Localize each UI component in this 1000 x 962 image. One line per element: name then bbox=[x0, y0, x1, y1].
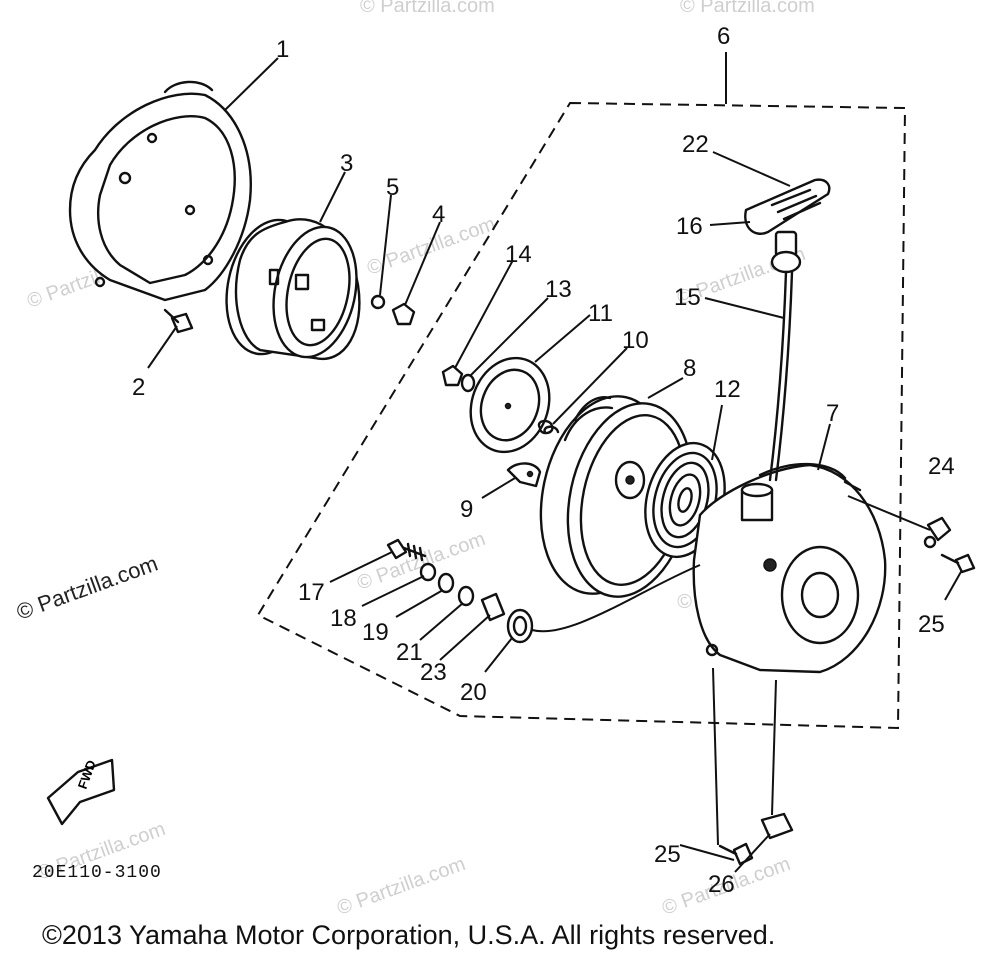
callout-25-right: 25 bbox=[918, 611, 945, 638]
callout-13: 13 bbox=[545, 276, 572, 303]
leader-10 bbox=[552, 347, 628, 425]
copyright-notice: ©2013 Yamaha Motor Corporation, U.S.A. A… bbox=[42, 920, 775, 950]
callout-14: 14 bbox=[505, 241, 532, 268]
part-19-washer bbox=[437, 572, 455, 594]
part-20-roller bbox=[506, 608, 534, 644]
part-15-rope bbox=[768, 270, 788, 482]
leader-14 bbox=[454, 259, 514, 369]
leader-17 bbox=[329, 551, 393, 583]
callout-25-bottom: 25 bbox=[654, 841, 681, 868]
leader-25-bottom bbox=[679, 844, 735, 861]
part-23-bushing bbox=[480, 592, 506, 622]
part-25-bolt-bottom bbox=[718, 842, 754, 866]
leader-24-link bbox=[847, 495, 931, 531]
leader-25-right bbox=[944, 569, 963, 601]
callout-15: 15 bbox=[674, 284, 701, 311]
callout-1: 1 bbox=[276, 36, 289, 63]
callout-24: 24 bbox=[928, 453, 955, 480]
leader-1 bbox=[224, 57, 279, 111]
leader-16 bbox=[709, 221, 751, 226]
part-1-fan-cover bbox=[68, 80, 252, 302]
part-13-washer bbox=[460, 373, 476, 393]
leader-13 bbox=[469, 297, 549, 377]
assembly-line-20 bbox=[531, 564, 701, 633]
leader-15 bbox=[704, 297, 785, 319]
assembly-line-25 bbox=[712, 667, 719, 846]
callout-21: 21 bbox=[396, 639, 423, 666]
leader-26 bbox=[734, 833, 771, 873]
leader-21 bbox=[419, 602, 464, 641]
part-3-pulley bbox=[225, 218, 361, 361]
leader-2 bbox=[147, 325, 178, 369]
callout-2: 2 bbox=[132, 374, 145, 401]
leader-3 bbox=[319, 171, 346, 223]
leader-23 bbox=[439, 614, 491, 661]
leader-8 bbox=[647, 377, 684, 399]
callout-6: 6 bbox=[717, 23, 730, 50]
watermark: © Partzilla.com bbox=[334, 853, 468, 920]
callout-17: 17 bbox=[298, 579, 325, 606]
assembly-boundary bbox=[256, 101, 907, 730]
part-17-bolt bbox=[386, 538, 427, 562]
callout-4: 4 bbox=[432, 201, 445, 228]
leader-11 bbox=[534, 314, 591, 363]
part-11-drive-plate bbox=[469, 356, 551, 454]
leader-18 bbox=[361, 575, 425, 607]
callout-22: 22 bbox=[682, 131, 709, 158]
leader-22 bbox=[712, 151, 791, 187]
callout-3: 3 bbox=[340, 150, 353, 177]
leader-7 bbox=[817, 423, 831, 471]
assembly-line-26 bbox=[771, 679, 777, 816]
leader-19 bbox=[395, 589, 444, 618]
leader-4 bbox=[404, 221, 441, 306]
part-9-pawl bbox=[506, 462, 542, 488]
part-2-bolt bbox=[163, 308, 194, 334]
part-16-starter-handle bbox=[744, 178, 831, 274]
callout-10: 10 bbox=[622, 327, 649, 354]
callout-12: 12 bbox=[714, 376, 741, 403]
part-21-collar bbox=[457, 585, 475, 607]
leader-12 bbox=[711, 404, 723, 461]
leader-20 bbox=[484, 637, 513, 673]
leader-9 bbox=[481, 477, 516, 499]
callout-18: 18 bbox=[330, 605, 357, 632]
callout-7: 7 bbox=[826, 400, 839, 427]
callout-5: 5 bbox=[386, 174, 399, 201]
callout-19: 19 bbox=[362, 619, 389, 646]
part-10-spring bbox=[537, 419, 560, 435]
leader-5 bbox=[379, 194, 392, 296]
callout-labels: 1 2 3 4 5 6 7 8 9 10 11 12 13 14 15 16 1… bbox=[132, 23, 955, 898]
part-26-cap bbox=[760, 812, 794, 840]
callout-26: 26 bbox=[708, 871, 735, 898]
part-7-starter-case bbox=[692, 462, 887, 674]
part-24-damper bbox=[923, 516, 952, 549]
callout-16: 16 bbox=[676, 213, 703, 240]
watermark: © Partzilla.com bbox=[360, 0, 495, 17]
fwd-arrow-icon: FWD bbox=[46, 758, 116, 826]
part-18-washer bbox=[419, 562, 437, 582]
callout-23: 23 bbox=[420, 659, 447, 686]
figure-code: 20E110-3100 bbox=[32, 863, 162, 883]
part-8-rope-reel bbox=[539, 395, 694, 598]
part-4-nut bbox=[391, 302, 416, 326]
part-14-nut bbox=[441, 364, 464, 387]
part-5-washer bbox=[370, 294, 386, 310]
watermark-prominent: © Partzilla.com bbox=[13, 551, 161, 625]
callout-11: 11 bbox=[588, 300, 613, 327]
callout-20: 20 bbox=[460, 679, 487, 706]
callout-8: 8 bbox=[683, 355, 696, 382]
callout-9: 9 bbox=[460, 496, 473, 523]
part-25-bolt-right bbox=[940, 553, 976, 574]
watermark: © Partzilla.com bbox=[680, 0, 815, 17]
